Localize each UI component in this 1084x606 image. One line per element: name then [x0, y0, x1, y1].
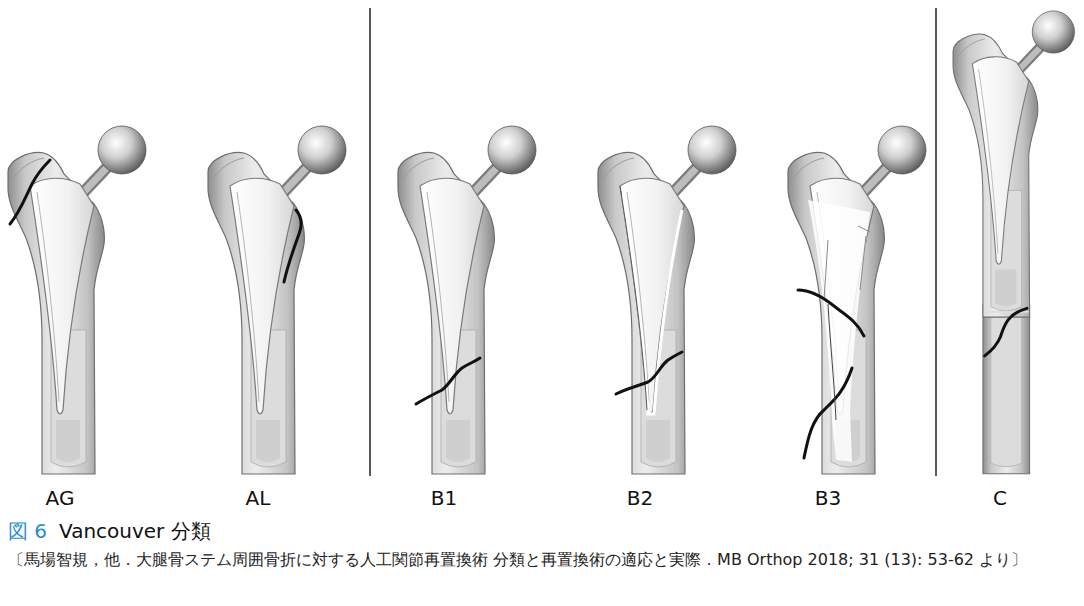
- divider: [369, 8, 371, 476]
- panel-label: B2: [627, 486, 653, 510]
- crack: [824, 226, 870, 300]
- panel-label: B3: [815, 486, 841, 510]
- source-caption: 〔馬場智規，他．大腿骨ステム周囲骨折に対する人工関節再置換術 分類と再置換術の適…: [8, 548, 1076, 571]
- femur-ag: [8, 126, 146, 474]
- stem-outline: [620, 186, 647, 410]
- fracture-line: [804, 368, 852, 458]
- figure-title: Vancouver 分類: [59, 518, 211, 545]
- fracture-line: [284, 210, 301, 282]
- panel-label: AG: [46, 486, 75, 510]
- fracture-line: [985, 308, 1027, 356]
- crack: [828, 304, 836, 420]
- fracture-line: [798, 290, 864, 336]
- figure-number: 図 6: [8, 518, 47, 545]
- femur-b1: [398, 126, 536, 474]
- panel-label: AL: [246, 486, 271, 510]
- femur-b3: [788, 126, 926, 474]
- divider: [935, 8, 937, 476]
- femur-b2: [598, 126, 736, 474]
- fracture-line: [416, 358, 480, 404]
- panel-label: C: [993, 486, 1007, 510]
- loosening-gap: [623, 196, 682, 414]
- fracture-line: [10, 160, 50, 224]
- femur-al: [208, 126, 346, 474]
- panel-label: B1: [431, 486, 457, 510]
- fracture-line: [616, 352, 682, 394]
- femur-c: [953, 11, 1074, 474]
